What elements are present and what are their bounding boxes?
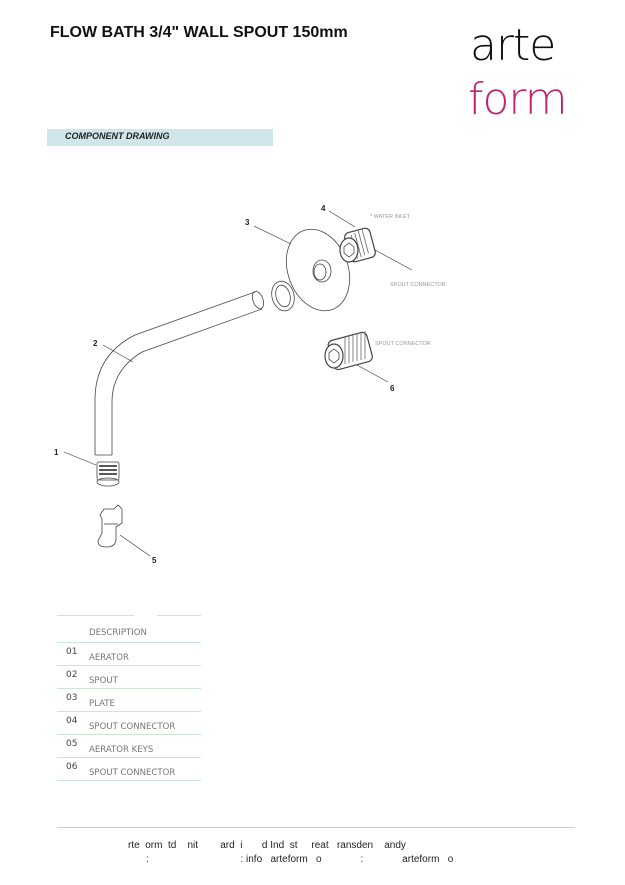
water-inlet-label: * WATER INLET xyxy=(370,214,411,220)
row-number: 01 xyxy=(66,647,78,657)
row-number: 02 xyxy=(66,670,78,680)
document-title: FLOW BATH 3/4" WALL SPOUT 150mm xyxy=(50,24,348,41)
section-label: COMPONENT DRAWING xyxy=(65,131,170,141)
spout-connector-label-top: SPOUT CONNECTOR xyxy=(390,282,446,288)
washer-part xyxy=(271,280,295,312)
footer-divider xyxy=(57,827,575,828)
section-header: COMPONENT DRAWING xyxy=(47,129,273,146)
callout-1: 1 xyxy=(54,448,59,457)
aerator-key-part xyxy=(97,504,123,548)
row-description: SPOUT xyxy=(89,676,118,686)
row-description: PLATE xyxy=(89,699,115,709)
callout-4: 4 xyxy=(321,204,326,213)
row-number: 06 xyxy=(66,762,78,772)
row-number: 04 xyxy=(66,716,78,726)
row-number: 05 xyxy=(66,739,78,749)
logo-form: form xyxy=(468,74,568,125)
aerator-part xyxy=(96,461,120,487)
connector-4-part xyxy=(339,227,376,263)
row-description: SPOUT CONNECTOR xyxy=(89,768,176,778)
component-drawing: 1 2 3 4 5 6 * WATER INLET SPOUT CONNECTO… xyxy=(54,204,446,565)
row-number: 03 xyxy=(66,693,78,703)
row-description: AERATOR KEYS xyxy=(89,745,154,755)
spout-part xyxy=(94,291,263,455)
callout-2: 2 xyxy=(93,339,98,348)
spout-connector-label-bottom: SPOUT CONNECTOR xyxy=(375,341,431,347)
row-description: SPOUT CONNECTOR xyxy=(89,722,176,732)
logo-arte: arte xyxy=(470,20,556,71)
row-description: AERATOR xyxy=(89,653,129,663)
footer-contact: : : info arteform o : arteform o xyxy=(146,854,454,865)
callout-3: 3 xyxy=(245,218,250,227)
footer-address: rte orm td nit ard i d Ind st reat ransd… xyxy=(128,840,406,851)
connector-6-part xyxy=(324,331,373,371)
table-header-description: DESCRIPTION xyxy=(89,628,147,638)
callout-5: 5 xyxy=(152,556,157,565)
callout-6: 6 xyxy=(390,384,395,393)
